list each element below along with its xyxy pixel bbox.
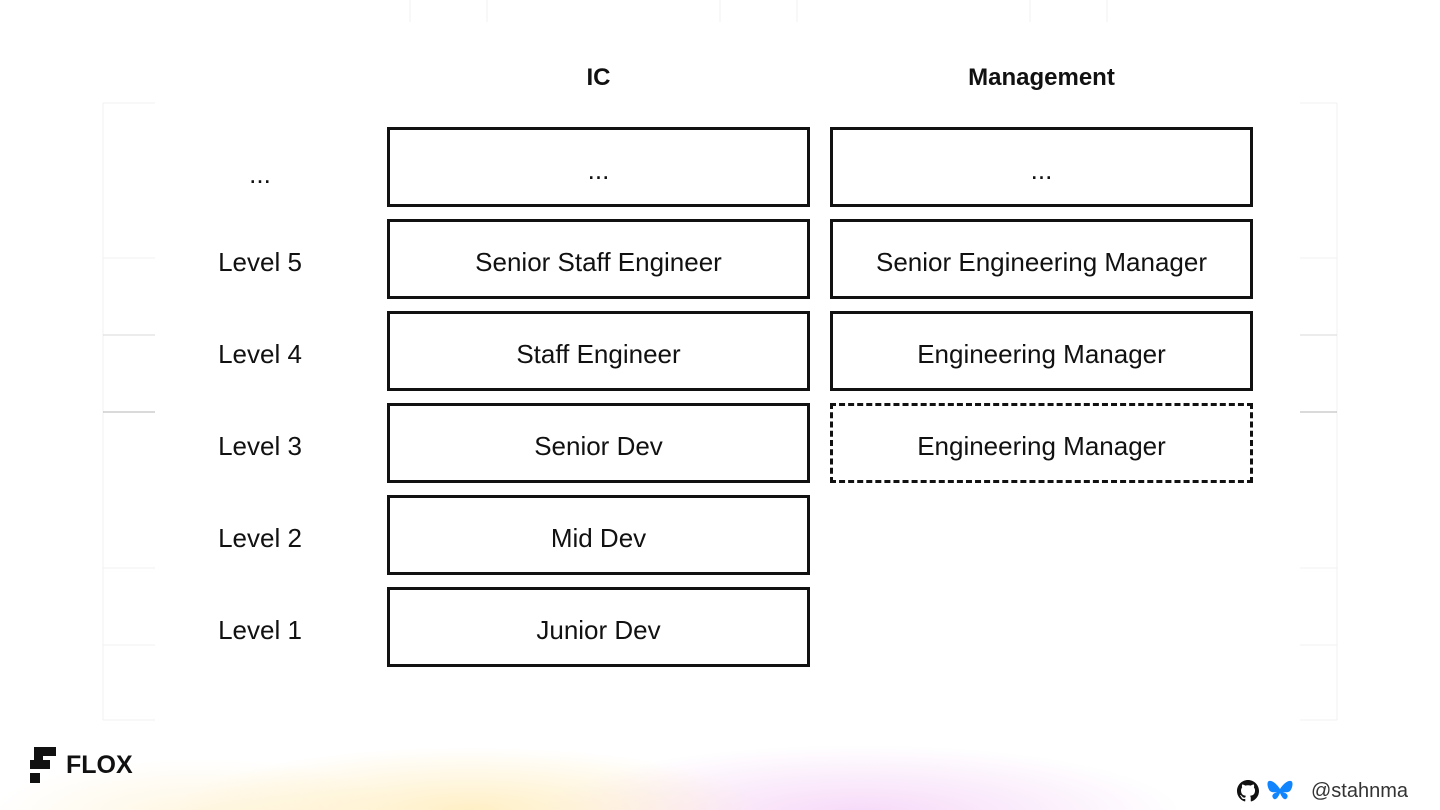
level-label: ...	[249, 159, 271, 189]
ic-column-header: IC	[586, 64, 611, 91]
level-label: Level 1	[218, 615, 302, 645]
level-label: Level 4	[218, 339, 302, 369]
management-role-box: Senior Engineering Manager	[830, 219, 1253, 299]
flox-logo-icon	[30, 747, 56, 783]
bottom-gradient-glow	[0, 700, 1440, 810]
footer-social: @stahnma	[1236, 776, 1408, 806]
management-role-box-dashed: Engineering Manager	[830, 403, 1253, 483]
management-column-header: Management	[968, 64, 1115, 91]
ic-role-box: Staff Engineer	[387, 311, 810, 391]
level-label: Level 5	[218, 247, 302, 277]
ic-role-box: Senior Dev	[387, 403, 810, 483]
management-role-box: ...	[830, 127, 1253, 207]
ic-role-box: Senior Staff Engineer	[387, 219, 810, 299]
ic-role-box: ...	[387, 127, 810, 207]
level-label: Level 3	[218, 431, 302, 461]
management-role-box: Engineering Manager	[830, 311, 1253, 391]
ic-role-box: Mid Dev	[387, 495, 810, 575]
social-handle[interactable]: @stahnma	[1310, 779, 1408, 802]
logo-wordmark: FLOX	[66, 750, 133, 779]
level-label: Level 2	[218, 523, 302, 553]
flox-logo: FLOX	[30, 746, 133, 784]
bluesky-butterfly-icon[interactable]	[1267, 780, 1293, 802]
github-icon[interactable]	[1236, 780, 1259, 802]
ic-role-box: Junior Dev	[387, 587, 810, 667]
